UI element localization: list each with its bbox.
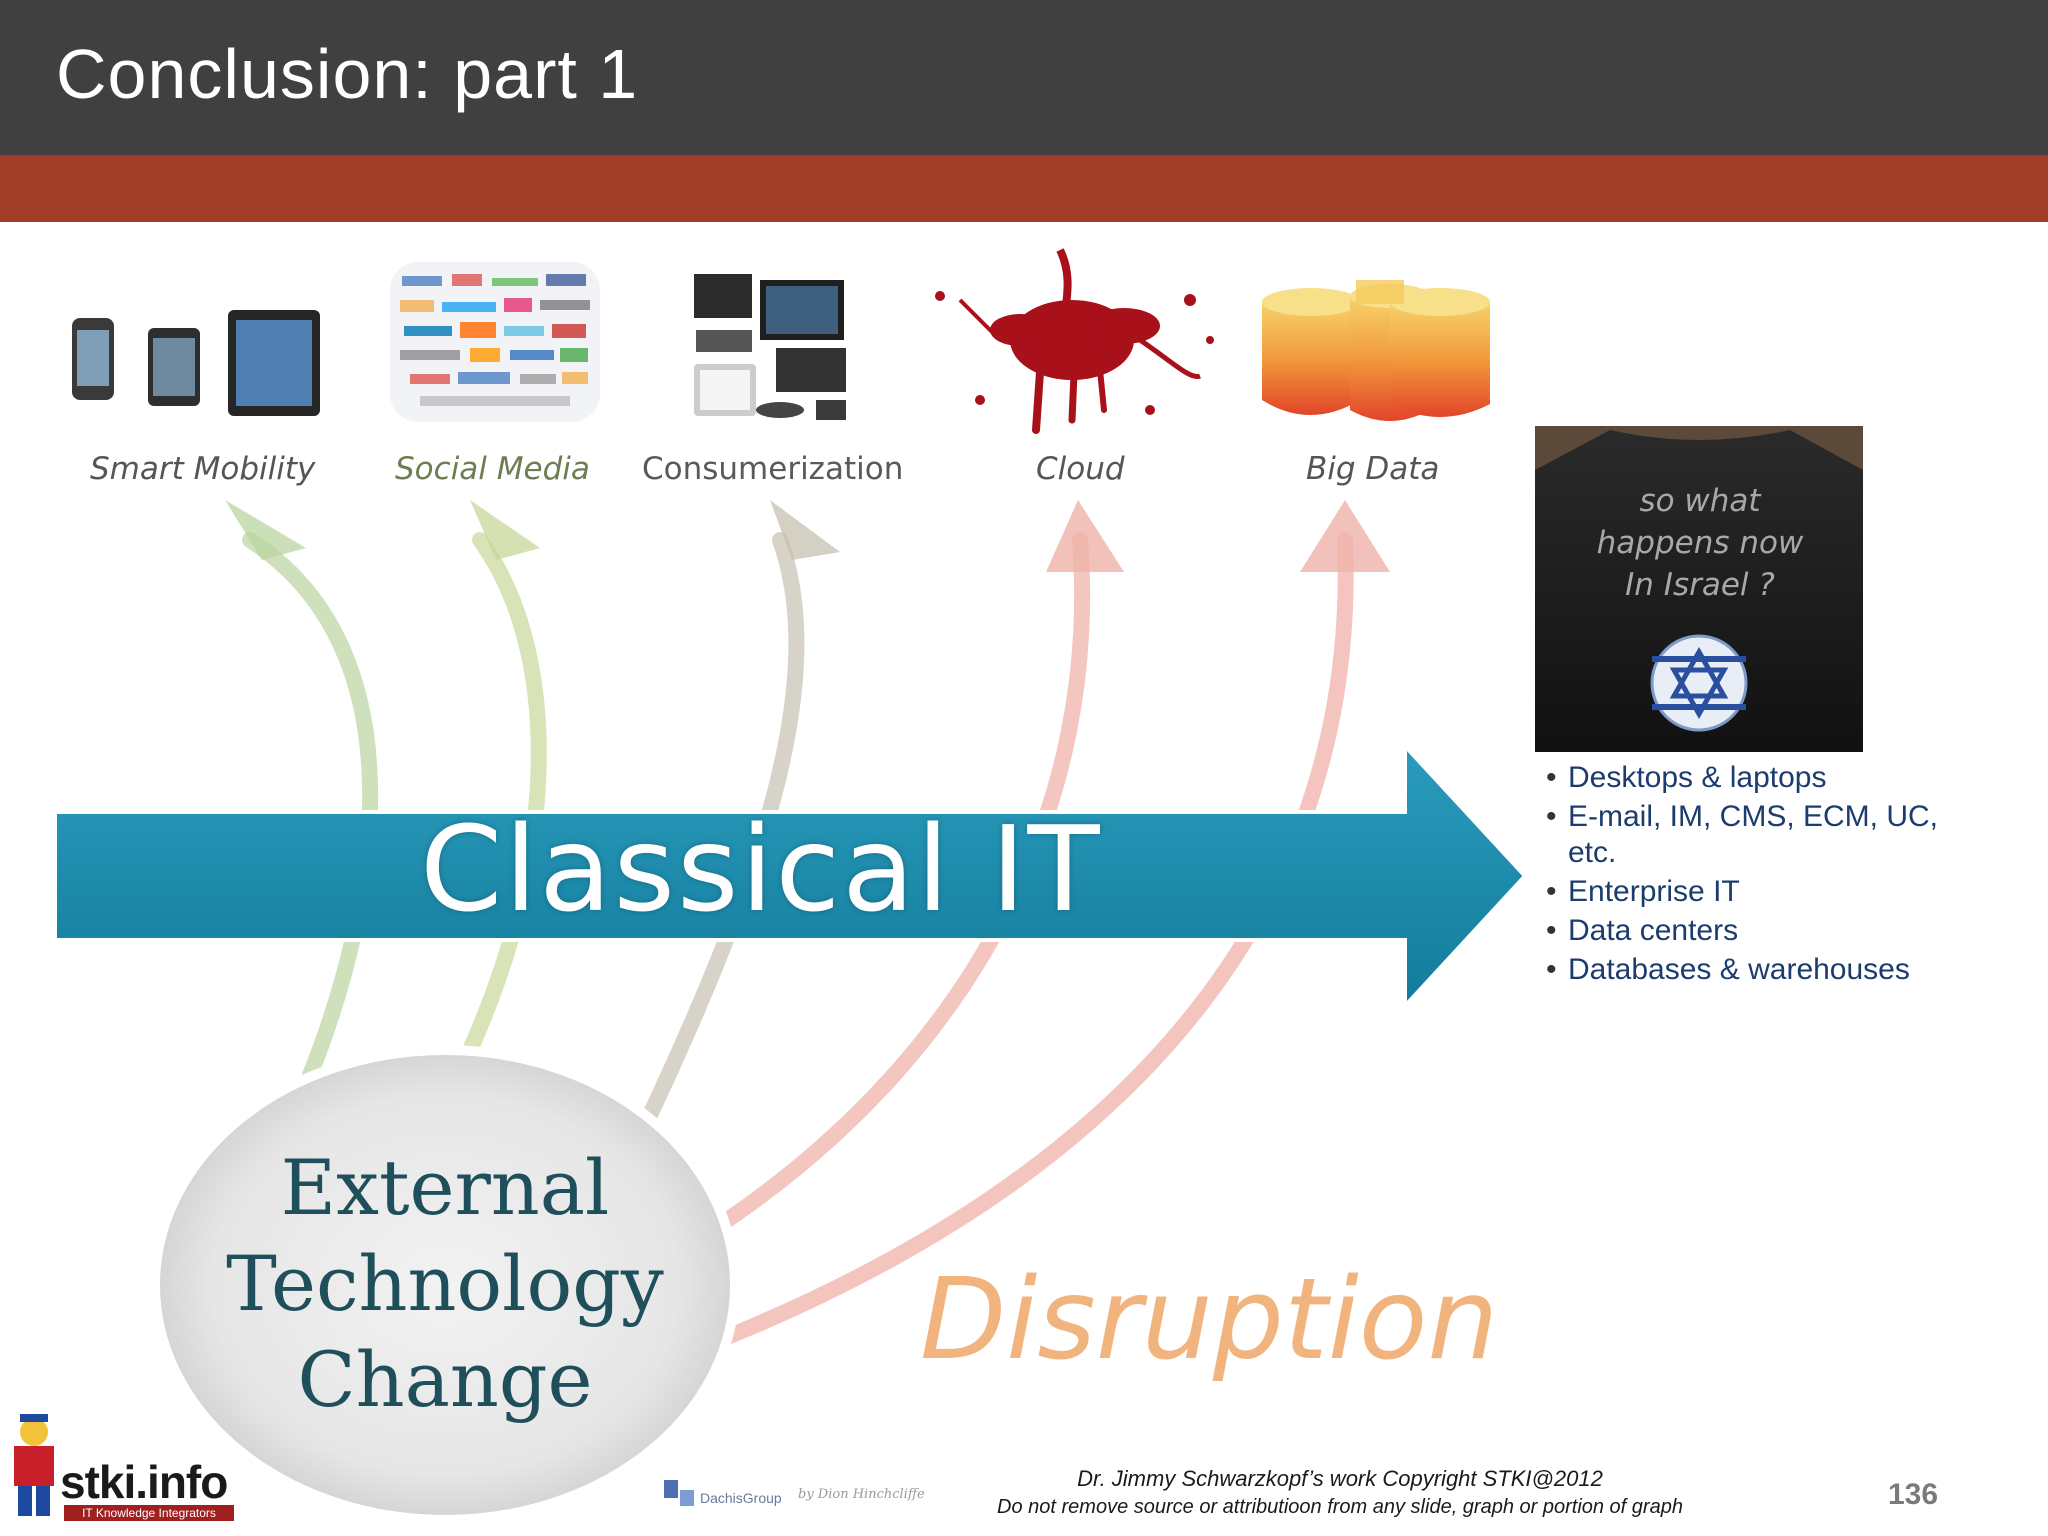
trend-label-big-data: Big Data — [1306, 451, 1440, 487]
bullet-item: Desktops & laptops — [1546, 760, 1938, 796]
shirt-line-2: happens now — [1596, 525, 1804, 561]
big-data-cylinders-icon — [1262, 280, 1490, 421]
dachis-logo-text: DachisGroup — [700, 1490, 782, 1506]
copyright-notice: Dr. Jimmy Schwarzkopf’s work Copyright S… — [930, 1465, 1750, 1521]
accent-bar — [0, 155, 2048, 222]
classical-it-label: Classical IT — [420, 800, 1102, 938]
slide-header: Conclusion: part 1 — [0, 0, 2048, 155]
bullet-item: Enterprise IT — [1546, 874, 1938, 910]
external-change-circle — [150, 1045, 740, 1522]
trend-label-consumerization: Consumerization — [642, 451, 904, 487]
classical-it-arrow — [53, 740, 1528, 1012]
arrow-heads — [225, 500, 1390, 572]
dachis-author: by Dion Hinchcliffe — [798, 1487, 925, 1502]
arrow-to-social-media — [462, 532, 547, 1058]
trend-label-cloud: Cloud — [1036, 451, 1125, 487]
circle-line-2: Technology — [226, 1239, 664, 1328]
circle-line-1: External — [280, 1143, 610, 1232]
dachis-logo-icon — [664, 1480, 694, 1506]
social-media-logos-icon — [390, 262, 600, 422]
arrow-to-big-data — [712, 532, 1354, 1348]
bullet-item: E-mail, IM, CMS, ECM, UC, etc. — [1546, 799, 1938, 871]
arrow-to-consumerization — [642, 532, 805, 1123]
circle-line-3: Change — [297, 1335, 593, 1424]
cloud-splash-icon — [935, 248, 1214, 434]
arrow-to-smart-mobility — [242, 532, 379, 1083]
page-number: 136 — [1888, 1478, 1939, 1511]
diagram-canvas — [14, 248, 1863, 1522]
trend-label-social-media: Social Media — [395, 451, 590, 487]
stki-lego-figure-icon — [14, 1414, 54, 1516]
shirt-line-3: In Israel ? — [1625, 567, 1775, 603]
bullet-item: Databases & warehouses — [1546, 952, 1938, 988]
copyright-line-2: Do not remove source or attributioon fro… — [997, 1496, 1683, 1518]
shirt-text: so what happens now In Israel ? — [1540, 480, 1860, 606]
tshirt-image — [1535, 426, 1863, 752]
classical-it-bullets: Desktops & laptops E-mail, IM, CMS, ECM,… — [1546, 760, 1938, 991]
bullet-item: Data centers — [1546, 913, 1938, 949]
consumer-electronics-icon — [694, 274, 846, 420]
stki-logo-subtitle: IT Knowledge Integrators — [64, 1505, 234, 1521]
stki-logo: stki.info — [60, 1456, 228, 1508]
trend-label-smart-mobility: Smart Mobility — [90, 451, 316, 487]
copyright-line-1: Dr. Jimmy Schwarzkopf’s work Copyright S… — [1077, 1466, 1603, 1491]
slide-title: Conclusion: part 1 — [56, 35, 639, 113]
disruption-label: Disruption — [920, 1255, 1499, 1385]
shirt-line-1: so what — [1639, 483, 1761, 519]
external-change-label: External Technology Change — [175, 1140, 715, 1428]
smart-mobility-devices-icon — [72, 310, 320, 416]
